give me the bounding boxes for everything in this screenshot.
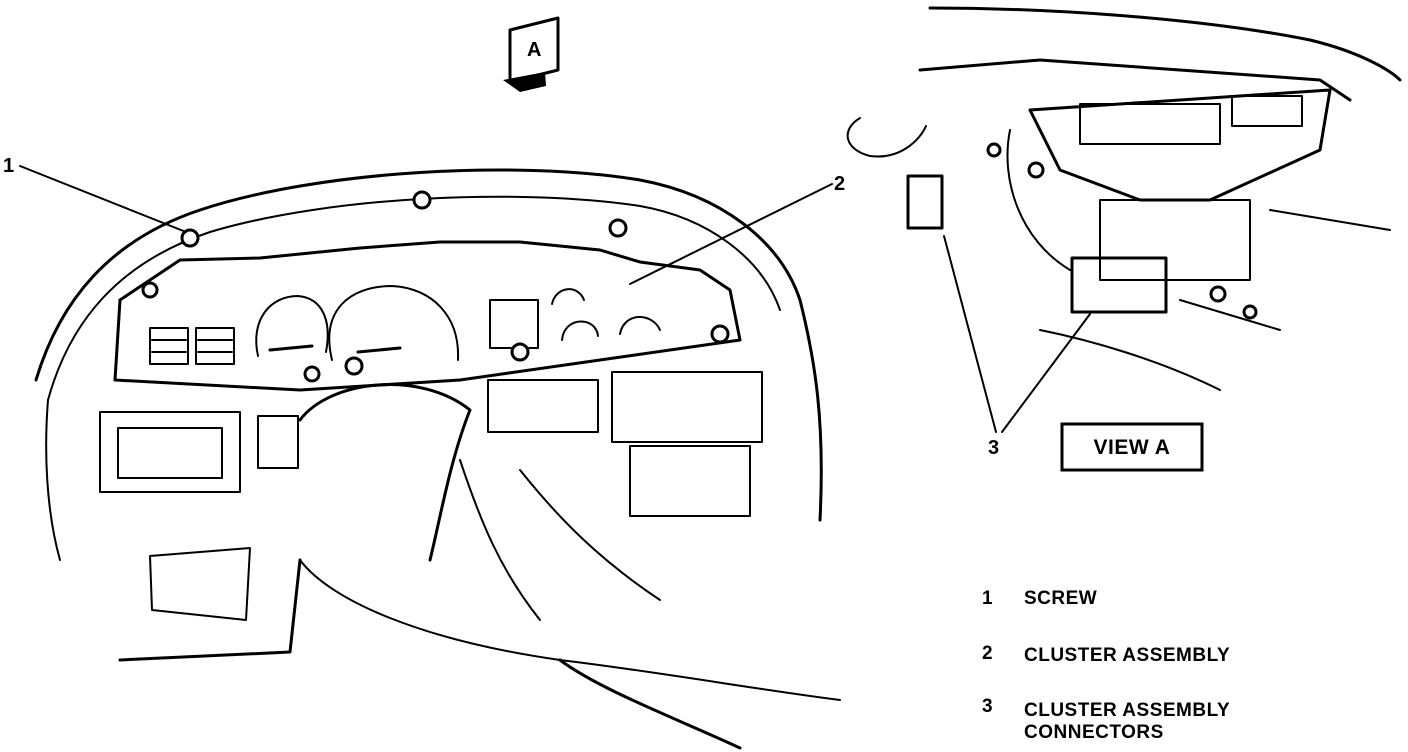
view-a-illustration xyxy=(846,6,1402,391)
screw xyxy=(608,218,628,238)
view-a-label: VIEW A xyxy=(1060,422,1204,472)
connector-left xyxy=(906,174,944,230)
view-direction-marker: A xyxy=(503,16,560,92)
legend-item: 3 CLUSTER ASSEMBLY CONNECTORS xyxy=(982,696,1230,743)
tach-needle xyxy=(268,344,314,352)
lower-left-panel-inner xyxy=(117,427,223,479)
view-marker-box xyxy=(508,16,560,84)
view-direction-arrow xyxy=(503,72,546,92)
callout-3: 3 xyxy=(988,437,999,459)
callout-1: 1 xyxy=(3,155,14,177)
view-a-label-box xyxy=(1060,422,1204,472)
housing-arc xyxy=(1006,129,1071,271)
screw xyxy=(141,281,159,299)
legend-label: SCREW xyxy=(1024,588,1097,609)
legend-number: 1 xyxy=(982,588,993,609)
speedo-needle xyxy=(356,346,402,354)
screw xyxy=(986,142,1002,158)
inset-dash-top xyxy=(918,58,1352,102)
tach-dial xyxy=(255,295,329,357)
leader-line-2 xyxy=(629,183,833,285)
leader-line-3a xyxy=(943,235,997,433)
legend-label: CLUSTER ASSEMBLY xyxy=(1024,645,1230,666)
inset-lower-edge xyxy=(1039,329,1221,391)
housing-top-panel-right xyxy=(1231,95,1303,127)
screw xyxy=(1027,161,1045,179)
small-gauge-a xyxy=(551,288,585,305)
legend-label-line2: CONNECTORS xyxy=(1024,722,1164,743)
inset-edge-right xyxy=(1269,209,1391,231)
gauge-speedometer xyxy=(328,285,460,361)
steering-column-opening xyxy=(298,383,472,562)
screw xyxy=(1242,304,1258,320)
screw xyxy=(1209,285,1227,303)
console-side xyxy=(459,459,541,621)
kneebolster-panel xyxy=(149,547,251,621)
lower-center-opening xyxy=(629,445,751,517)
screw xyxy=(303,365,321,383)
housing-top-panel xyxy=(1079,103,1221,145)
connector-socket-frame xyxy=(1099,199,1251,281)
dashboard-illustration xyxy=(34,168,841,750)
connector-center xyxy=(1070,256,1168,314)
dash-lower-left xyxy=(118,558,302,662)
inset-top-edge xyxy=(928,6,1402,82)
callout-2: 2 xyxy=(834,173,845,195)
leader-line-1 xyxy=(19,165,187,233)
dash-left-edge xyxy=(45,399,61,561)
dash-lower-sweep xyxy=(299,559,841,701)
screw xyxy=(710,324,730,344)
view-marker-letter: A xyxy=(527,39,541,61)
inset-edge-right-b xyxy=(1179,299,1281,331)
vent-left-a xyxy=(149,327,189,365)
speedo-dial xyxy=(328,285,460,361)
view-a-label-text: VIEW A xyxy=(1094,436,1171,459)
harness-loop xyxy=(846,117,927,158)
radio-opening xyxy=(487,379,599,433)
dash-top-outline xyxy=(34,168,823,522)
leader-line-3b xyxy=(1001,313,1091,433)
small-gauge-b xyxy=(561,320,599,341)
cluster-bezel-bottom xyxy=(113,298,742,392)
dash-top-inner xyxy=(47,195,781,401)
leader-lines xyxy=(19,165,1091,433)
lower-left-panel xyxy=(99,411,241,493)
screw xyxy=(180,228,200,248)
left-vents xyxy=(149,327,235,365)
climate-control-opening xyxy=(611,371,763,443)
small-gauge-c xyxy=(619,316,661,335)
legend-number: 3 xyxy=(982,696,993,717)
legend-item: 2 CLUSTER ASSEMBLY xyxy=(982,643,1230,666)
console-edge xyxy=(558,658,742,750)
legend-item: 1 SCREW xyxy=(982,588,1097,609)
screw-group xyxy=(141,190,730,383)
gauge-tachometer xyxy=(255,295,329,357)
vent-left-b xyxy=(195,327,235,365)
screw xyxy=(510,342,530,362)
legend-number: 2 xyxy=(982,643,993,664)
legend: 1 SCREW 2 CLUSTER ASSEMBLY 3 CLUSTER ASS… xyxy=(982,588,1230,743)
small-gauges xyxy=(551,288,661,341)
display-window xyxy=(489,299,539,349)
screw xyxy=(412,190,432,210)
lower-bracket xyxy=(257,415,299,469)
console-side-b xyxy=(519,469,661,601)
cluster-bezel-top xyxy=(118,240,742,342)
legend-label: CLUSTER ASSEMBLY xyxy=(1024,700,1230,721)
screw xyxy=(344,356,364,376)
